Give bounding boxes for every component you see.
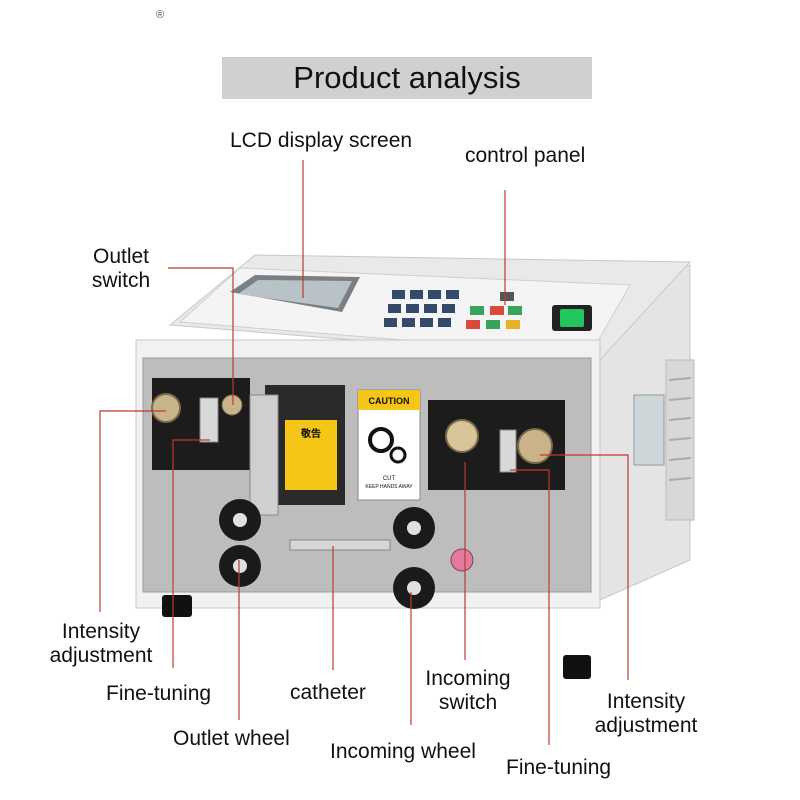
label-outlet-wheel: Outlet wheel — [173, 727, 290, 750]
label-intensity-adjustment-left: Intensity adjustment — [48, 620, 154, 668]
cut-text: CUT — [383, 476, 396, 482]
power-switch — [560, 309, 584, 327]
title-bar — [222, 57, 592, 99]
outlet-wheels — [219, 499, 261, 587]
side-vent-slats — [668, 377, 692, 481]
caution-header — [358, 390, 420, 410]
gear-icon — [368, 427, 394, 453]
page-title: Product analysis — [293, 60, 521, 95]
label-fine-tuning-right: Fine-tuning — [506, 756, 612, 779]
incoming-wheels — [393, 507, 435, 609]
leader-fine-tune-left — [172, 439, 210, 668]
label-fine-tuning-left: Fine-tuning — [106, 682, 212, 705]
label-incoming-switch: Incoming switch — [418, 667, 518, 715]
leader-intensity-right — [540, 454, 629, 680]
label-incoming-switch-line2: switch — [438, 691, 498, 714]
side-window — [633, 394, 665, 466]
pink-guide-wheel — [450, 548, 474, 572]
lcd-screen — [238, 280, 352, 308]
catheter-tube — [289, 539, 391, 551]
label-intensity-right-line1: Intensity — [606, 690, 686, 713]
caution-text: CAUTION — [369, 396, 410, 406]
machine-foot-right — [563, 655, 591, 679]
label-intensity-left-line2: adjustment — [49, 644, 153, 667]
label-intensity-adjustment-right: Intensity adjustment — [586, 690, 706, 738]
label-outlet-switch-line1: Outlet — [92, 245, 150, 268]
warning-label — [285, 420, 337, 490]
right-intensity-knob — [517, 428, 553, 464]
label-outlet-switch-line2: switch — [91, 269, 151, 292]
leader-lines — [99, 160, 629, 745]
label-control-panel: control panel — [465, 144, 586, 167]
label-catheter: catheter — [290, 681, 366, 704]
leader-outlet-switch — [168, 267, 234, 405]
gear-icon-small — [389, 446, 407, 464]
right-fine-tune-lever — [499, 429, 517, 473]
label-intensity-right-line2: adjustment — [594, 714, 698, 737]
label-lcd-display-screen: LCD display screen — [230, 129, 413, 152]
cutter-guide — [249, 394, 279, 516]
registered-mark: ® — [156, 9, 165, 21]
keep-hands-away-text: KEEP HANDS AWAY — [365, 484, 413, 490]
left-outlet-switch-lever — [199, 397, 219, 443]
leader-intensity-left — [99, 410, 166, 612]
left-intensity-knob — [151, 393, 181, 423]
keypad-buttons — [384, 290, 522, 329]
left-fine-tune-screw — [221, 394, 243, 416]
warning-cn-text: 敬告 — [300, 427, 321, 440]
leader-fine-tune-right — [510, 469, 550, 745]
machine-foot-left — [162, 595, 192, 617]
label-outlet-switch: Outlet switch — [84, 245, 158, 293]
right-switch-knob — [445, 419, 479, 453]
label-intensity-left-line1: Intensity — [61, 620, 141, 643]
label-incoming-wheel: Incoming wheel — [330, 740, 476, 763]
label-incoming-switch-line1: Incoming — [425, 667, 511, 690]
